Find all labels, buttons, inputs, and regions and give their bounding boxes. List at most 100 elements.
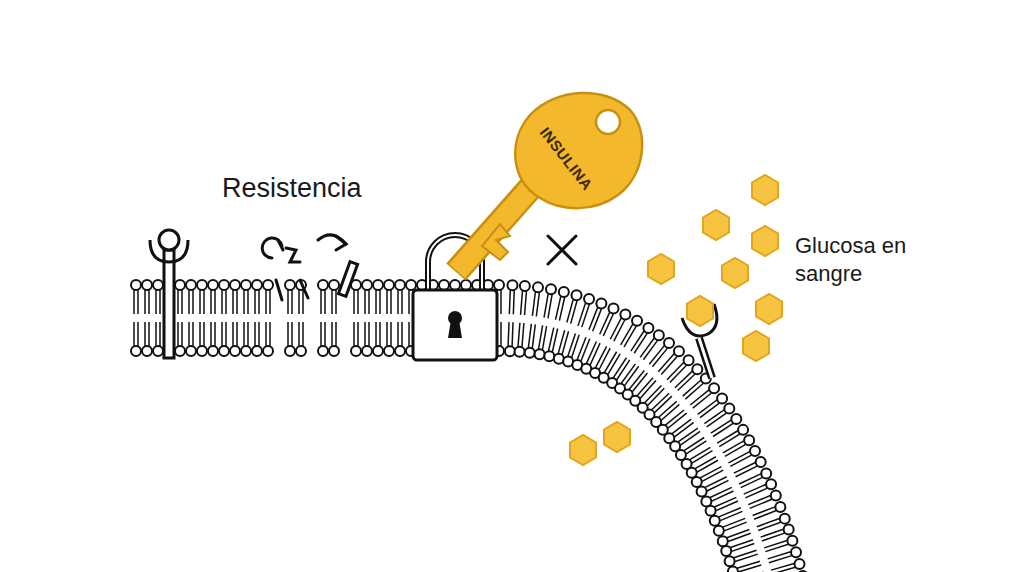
lipid-tail [593,309,602,331]
lipid-head [559,287,569,297]
lipid-head [263,346,273,356]
lipid-tail [558,330,564,353]
lipid-tail [548,295,552,319]
lipid-tail [720,511,742,520]
lipid-tail [269,322,271,346]
lipid-head [318,346,328,356]
lipid-head [520,281,530,291]
lipid-tail [254,290,256,314]
lipid-tail [695,457,716,469]
lipid-head [263,280,273,290]
lipid-head [697,486,707,496]
glucose-molecules [570,175,782,465]
lipid-tail [728,533,751,541]
lipid-tail [700,467,721,478]
lipid-tail [665,410,684,425]
lipid-tail [320,322,322,346]
lipid-tail [772,567,795,572]
lipid-head [710,516,720,526]
lipid-tail [225,290,227,314]
lipid-head [175,280,185,290]
glucose-label: Glucosa en sangre [795,232,935,287]
lipid-tail [379,322,381,346]
lipid-tail [386,290,388,314]
lipid-head [572,290,582,300]
lipid-tail [144,290,146,314]
lipid-tail [716,501,738,511]
lipid-tail [603,314,613,336]
lipid-tail [221,322,223,346]
lipid-head [766,479,776,489]
lipid-tail [386,322,388,346]
lipid-tail [507,322,509,346]
lipid-head [208,280,218,290]
lipid-head [775,502,785,512]
lipid-head [701,496,711,506]
lipid-head [131,280,141,290]
lipid-tail [298,322,300,346]
lipid-tail [652,393,669,410]
lipid-head [794,559,804,569]
lipid-tail [243,322,245,346]
lipid-tail [761,529,784,537]
lipid-head [724,404,734,414]
lipid-head [728,567,738,572]
lipid-tail [177,322,179,346]
lipid-tail [509,290,511,314]
lipid-tail [159,290,161,314]
lipid-tail [532,324,535,348]
lipid-tail [542,326,546,350]
lipid-tail [750,499,772,508]
lipid-head [186,280,196,290]
lipid-head [351,346,361,356]
lipid-tail [739,474,761,484]
lipid-head [731,414,741,424]
lipid-tail [745,488,767,498]
lipid-tail [397,322,399,346]
lipid-tail [133,322,135,346]
receptor [150,230,188,358]
lipid-tail [525,291,527,315]
lipid-tail [210,322,212,346]
lipid-tail [532,292,535,316]
lipid-head [208,346,218,356]
lipid-head [241,280,251,290]
lipid-tail [353,290,355,314]
lipid-tail [719,508,741,517]
lipid-tail [221,290,223,314]
lipid-tail [730,455,751,466]
lipid-head [761,469,771,479]
lipid-tail [737,561,760,568]
lipid-tail [335,322,337,346]
lipid-tail [368,290,370,314]
lipid-tail [331,290,333,314]
lipid-head [546,284,556,294]
lipid-tail [390,322,392,346]
glucose-hexagon [752,226,778,256]
lipid-tail [199,290,201,314]
lipid-tail [247,290,249,314]
lipid-tail [408,290,410,314]
lipid-tail [604,352,616,373]
glucose-hexagon [756,294,782,324]
lipid-head [395,280,405,290]
lipid-head [709,383,719,393]
lipid-head [784,525,794,535]
key-head [500,80,650,220]
lipid-head [362,280,372,290]
lipid-head [535,349,545,359]
lipid-tail [732,544,755,552]
glucose-hexagon [752,175,778,205]
lipid-tail [500,322,502,346]
lipid-tail [705,477,726,488]
lipid-tail [364,322,366,346]
lipid-head [494,280,504,290]
lipid-tail [600,312,610,334]
lipid-tail [210,290,212,314]
lipid-tail [269,290,271,314]
lipid-tail [188,290,190,314]
lipid-head [175,346,185,356]
lipid-tail [589,307,598,329]
lipid-tail [735,554,758,561]
lipid-head [395,346,405,356]
